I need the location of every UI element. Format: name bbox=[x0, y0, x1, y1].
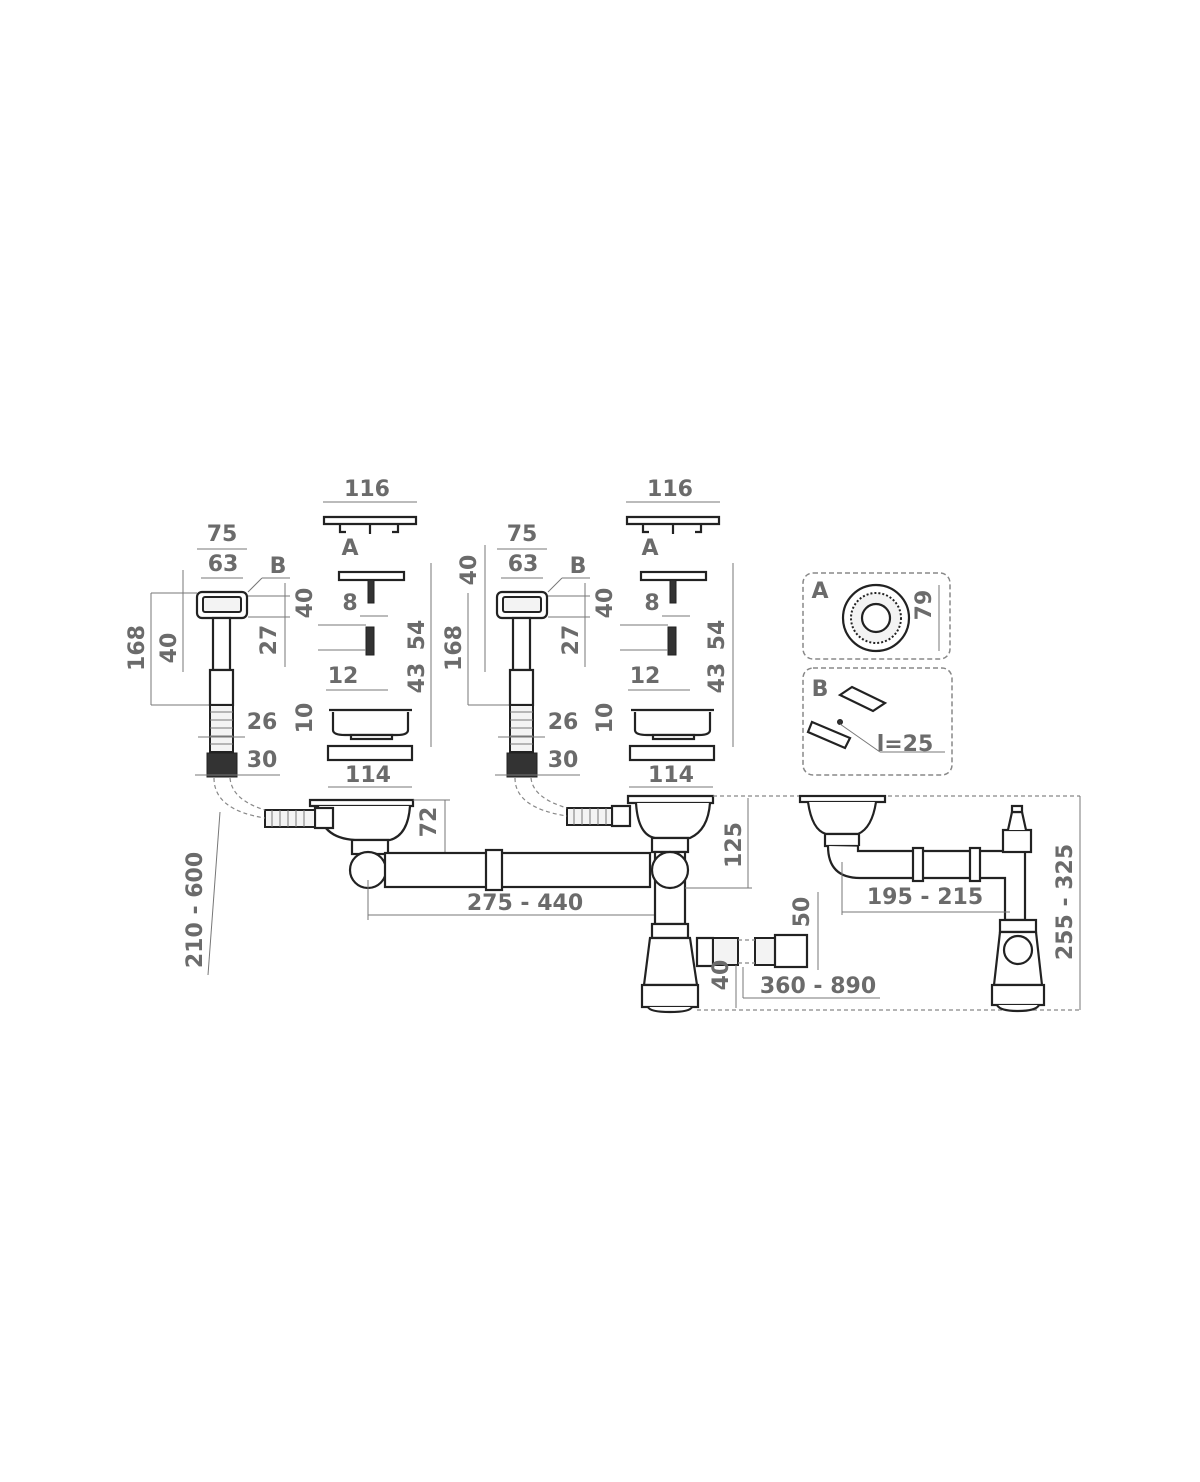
label-a: A bbox=[641, 536, 658, 561]
dim-height-54: 54 bbox=[405, 620, 430, 651]
label-a: A bbox=[341, 536, 358, 561]
dim-height-43: 43 bbox=[705, 663, 730, 694]
detail-a-box: A 79 bbox=[802, 572, 951, 660]
dim-height-54: 54 bbox=[705, 620, 730, 651]
label-b: B bbox=[270, 554, 287, 579]
dim-hose-26: 26 bbox=[548, 710, 579, 735]
dim-outlet-length: 360 - 890 bbox=[760, 974, 876, 999]
dim-hose-26: 26 bbox=[247, 710, 278, 735]
label-b: B bbox=[570, 554, 587, 579]
dim-height-125: 125 bbox=[722, 822, 747, 868]
detail-b-box: B l=25 bbox=[802, 667, 953, 776]
detail-b-label: B bbox=[812, 677, 829, 702]
dim-strainer-114: 114 bbox=[648, 763, 694, 788]
dim-drop-72: 72 bbox=[417, 807, 442, 838]
detail-a-diameter: 79 bbox=[912, 590, 937, 621]
dim-height-43: 43 bbox=[405, 663, 430, 694]
dim-overflow-40: 40 bbox=[457, 555, 482, 586]
dim-outlet-50: 50 bbox=[790, 897, 815, 928]
dim-overflow-40b: 40 bbox=[593, 588, 618, 619]
connecting-pipe: 275 - 440 bbox=[367, 848, 662, 920]
dim-outlet-40: 40 bbox=[709, 960, 734, 991]
dim-pin-8: 8 bbox=[342, 591, 357, 616]
dim-lid-width: 116 bbox=[344, 477, 390, 502]
dim-overflow-outer: 75 bbox=[507, 522, 538, 547]
single-height: 255 - 325 bbox=[1053, 844, 1078, 960]
dim-overflow-outer: 75 bbox=[207, 522, 238, 547]
dim-basket-10: 10 bbox=[293, 703, 318, 734]
dim-lid-width: 116 bbox=[647, 477, 693, 502]
dim-overflow-40b: 40 bbox=[293, 588, 318, 619]
dim-strainer-114: 114 bbox=[345, 763, 391, 788]
dim-pin-8: 8 bbox=[644, 591, 659, 616]
detail-b-length: l=25 bbox=[877, 732, 934, 757]
dim-overflow-168: 168 bbox=[125, 625, 150, 671]
dim-basket-10: 10 bbox=[593, 703, 618, 734]
dim-screw-12: 12 bbox=[328, 664, 359, 689]
detail-a-label: A bbox=[811, 579, 828, 604]
dim-nut-30: 30 bbox=[548, 748, 579, 773]
dim-overflow-40: 40 bbox=[157, 633, 182, 664]
dim-pipe-span: 275 - 440 bbox=[467, 891, 583, 916]
single-bowl-siphon: 195 - 215 255 - 325 bbox=[798, 794, 1081, 1013]
dim-hose-length: 210 - 600 bbox=[183, 852, 208, 968]
dim-overflow-27: 27 bbox=[257, 625, 282, 656]
dim-overflow-inner: 63 bbox=[508, 552, 539, 577]
dim-nut-30: 30 bbox=[247, 748, 278, 773]
dim-screw-12: 12 bbox=[630, 664, 661, 689]
dim-overflow-168: 168 bbox=[442, 625, 467, 671]
dim-overflow-inner: 63 bbox=[208, 552, 239, 577]
dim-overflow-27: 27 bbox=[559, 625, 584, 656]
left-overflow-assembly: 116 75 63 B 168 40 40 27 26 30 A 8 12 54… bbox=[125, 477, 450, 976]
single-span: 195 - 215 bbox=[867, 885, 983, 910]
right-overflow-assembly: 116 75 63 B 168 40 40 27 26 30 A 8 12 54… bbox=[442, 477, 1080, 1014]
